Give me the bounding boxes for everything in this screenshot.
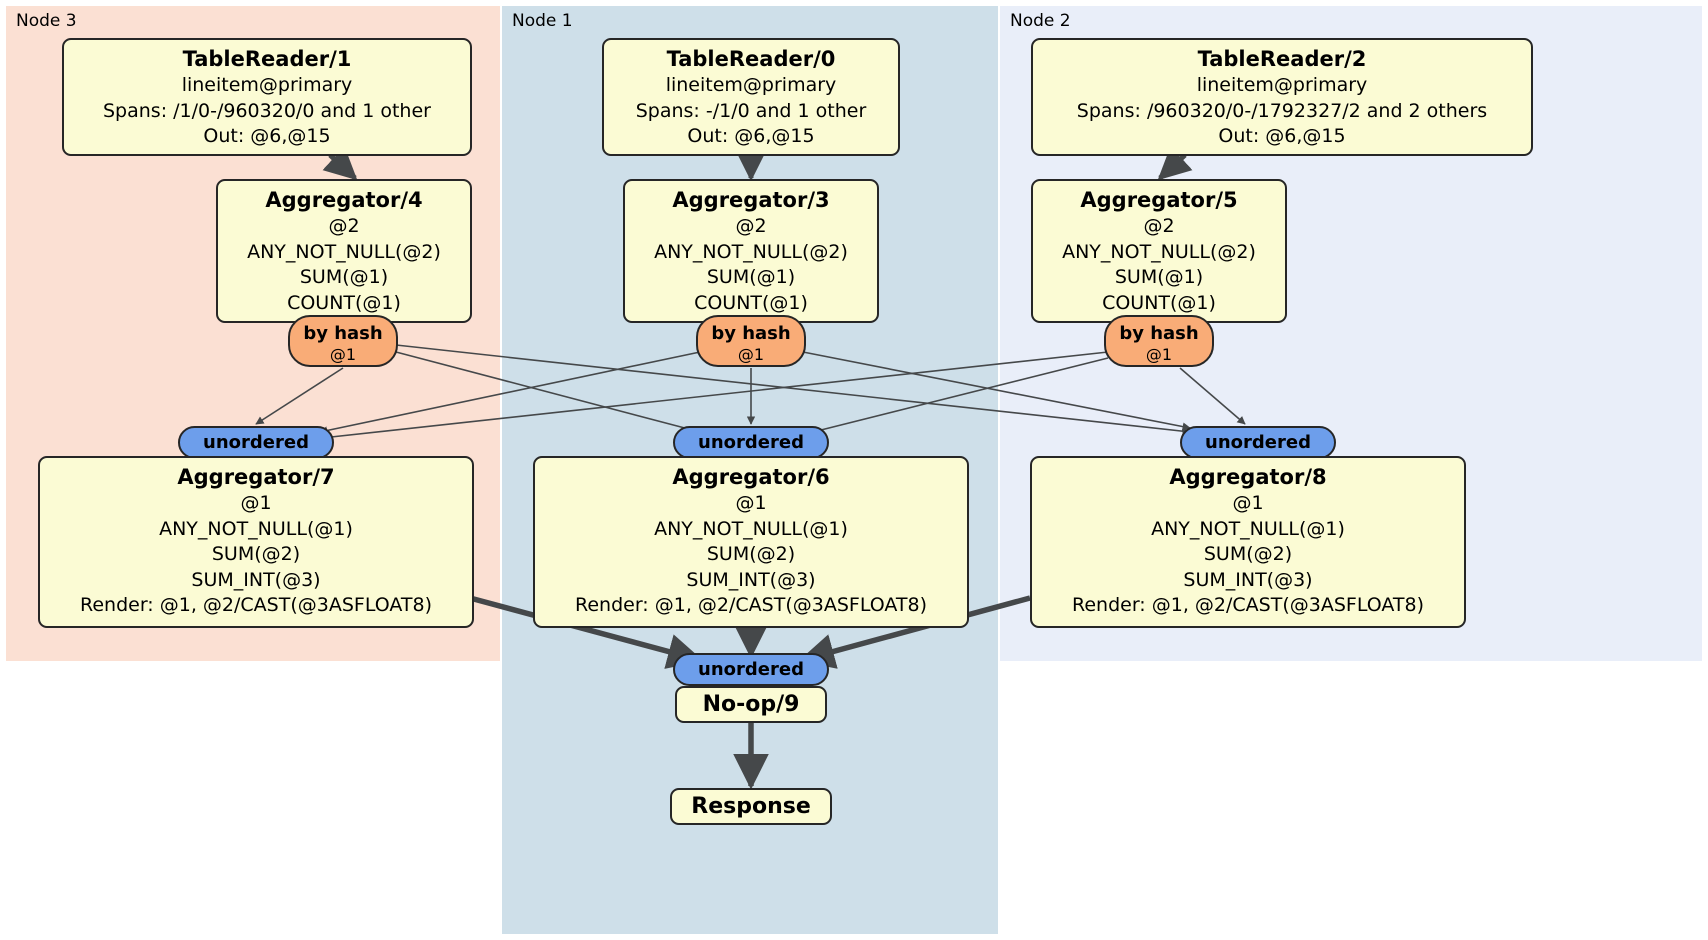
- processor-line: SUM(@1): [1114, 266, 1204, 288]
- processor-title: Aggregator/6: [672, 465, 830, 489]
- processor-line: Spans: /1/0-/960320/0 and 1 other: [103, 99, 431, 122]
- router-sublabel: @1: [1145, 345, 1173, 364]
- processor-line: ANY_NOT_NULL(@2): [247, 240, 441, 263]
- processor-title: Aggregator/8: [1169, 465, 1327, 489]
- processor-line: Out: @6,@15: [687, 125, 815, 147]
- processor-line: ANY_NOT_NULL(@1): [159, 517, 353, 540]
- processor-title: No-op/9: [702, 692, 800, 717]
- processor-line: Out: @6,@15: [1218, 125, 1346, 147]
- node-region-label-node2: Node 2: [1010, 11, 1071, 31]
- router-by-hash-5[interactable]: by hash @1: [1104, 315, 1214, 367]
- router-sublabel: @1: [737, 345, 765, 364]
- router-label: by hash: [711, 323, 791, 344]
- processor-line: ANY_NOT_NULL(@1): [1151, 517, 1345, 540]
- processor-line: lineitem@primary: [181, 74, 353, 96]
- processor-line: @1: [1232, 492, 1264, 514]
- processor-line: COUNT(@1): [694, 291, 808, 314]
- processor-title: Response: [691, 794, 811, 819]
- node-region-label-node3: Node 3: [16, 11, 77, 31]
- processor-line: SUM(@1): [299, 266, 389, 288]
- processor-line: lineitem@primary: [1196, 74, 1368, 96]
- processor-line: SUM(@2): [706, 543, 796, 565]
- processor-line: COUNT(@1): [287, 291, 401, 314]
- processor-line: SUM(@2): [1203, 543, 1293, 565]
- processor-line: SUM_INT(@3): [191, 568, 321, 591]
- processor-line: Render: @1, @2/CAST(@3ASFLOAT8): [575, 594, 927, 616]
- synchronizer-unordered-8[interactable]: unordered: [1180, 426, 1336, 459]
- processor-line: Spans: -/1/0 and 1 other: [635, 99, 867, 122]
- processor-title: Aggregator/5: [1080, 188, 1238, 212]
- processor-aggregator-6[interactable]: Aggregator/6 @1 ANY_NOT_NULL(@1) SUM(@2)…: [533, 456, 969, 628]
- processor-line: SUM(@2): [211, 543, 301, 565]
- synchronizer-label: unordered: [203, 432, 309, 453]
- processor-line: SUM_INT(@3): [1183, 568, 1313, 591]
- processor-line: Render: @1, @2/CAST(@3ASFLOAT8): [1072, 594, 1424, 616]
- processor-line: Spans: /960320/0-/1792327/2 and 2 others: [1076, 99, 1488, 122]
- router-sublabel: @1: [329, 345, 357, 364]
- processor-line: ANY_NOT_NULL(@2): [1062, 240, 1256, 263]
- processor-line: COUNT(@1): [1102, 291, 1216, 314]
- processor-tablereader-2[interactable]: TableReader/2 lineitem@primary Spans: /9…: [1031, 38, 1533, 156]
- synchronizer-unordered-9[interactable]: unordered: [673, 653, 829, 686]
- processor-title: TableReader/2: [1197, 47, 1367, 71]
- processor-line: @1: [240, 492, 272, 514]
- processor-title: Aggregator/4: [265, 188, 423, 212]
- synchronizer-unordered-6[interactable]: unordered: [673, 426, 829, 459]
- processor-line: @2: [328, 215, 360, 237]
- processor-tablereader-1[interactable]: TableReader/1 lineitem@primary Spans: /1…: [62, 38, 472, 156]
- processor-line: lineitem@primary: [665, 74, 837, 96]
- processor-aggregator-8[interactable]: Aggregator/8 @1 ANY_NOT_NULL(@1) SUM(@2)…: [1030, 456, 1466, 628]
- processor-line: ANY_NOT_NULL(@2): [654, 240, 848, 263]
- processor-aggregator-3[interactable]: Aggregator/3 @2 ANY_NOT_NULL(@2) SUM(@1)…: [623, 179, 879, 323]
- processor-line: Out: @6,@15: [203, 125, 331, 147]
- router-by-hash-3[interactable]: by hash @1: [696, 315, 806, 367]
- router-label: by hash: [1119, 323, 1199, 344]
- synchronizer-label: unordered: [698, 432, 804, 453]
- processor-line: @2: [735, 215, 767, 237]
- node-region-label-node1: Node 1: [512, 11, 573, 31]
- processor-response[interactable]: Response: [670, 788, 832, 825]
- processor-line: @1: [735, 492, 767, 514]
- processor-line: SUM_INT(@3): [686, 568, 816, 591]
- processor-title: Aggregator/3: [672, 188, 830, 212]
- processor-title: TableReader/0: [666, 47, 836, 71]
- processor-line: Render: @1, @2/CAST(@3ASFLOAT8): [80, 594, 432, 616]
- processor-aggregator-4[interactable]: Aggregator/4 @2 ANY_NOT_NULL(@2) SUM(@1)…: [216, 179, 472, 323]
- synchronizer-unordered-7[interactable]: unordered: [178, 426, 334, 459]
- synchronizer-label: unordered: [698, 659, 804, 680]
- synchronizer-label: unordered: [1205, 432, 1311, 453]
- processor-tablereader-0[interactable]: TableReader/0 lineitem@primary Spans: -/…: [602, 38, 900, 156]
- processor-noop-9[interactable]: No-op/9: [675, 686, 827, 723]
- processor-line: ANY_NOT_NULL(@1): [654, 517, 848, 540]
- processor-line: SUM(@1): [706, 266, 796, 288]
- processor-title: TableReader/1: [182, 47, 352, 71]
- processor-title: Aggregator/7: [177, 465, 335, 489]
- router-by-hash-4[interactable]: by hash @1: [288, 315, 398, 367]
- processor-line: @2: [1143, 215, 1175, 237]
- processor-aggregator-5[interactable]: Aggregator/5 @2 ANY_NOT_NULL(@2) SUM(@1)…: [1031, 179, 1287, 323]
- processor-aggregator-7[interactable]: Aggregator/7 @1 ANY_NOT_NULL(@1) SUM(@2)…: [38, 456, 474, 628]
- router-label: by hash: [303, 323, 383, 344]
